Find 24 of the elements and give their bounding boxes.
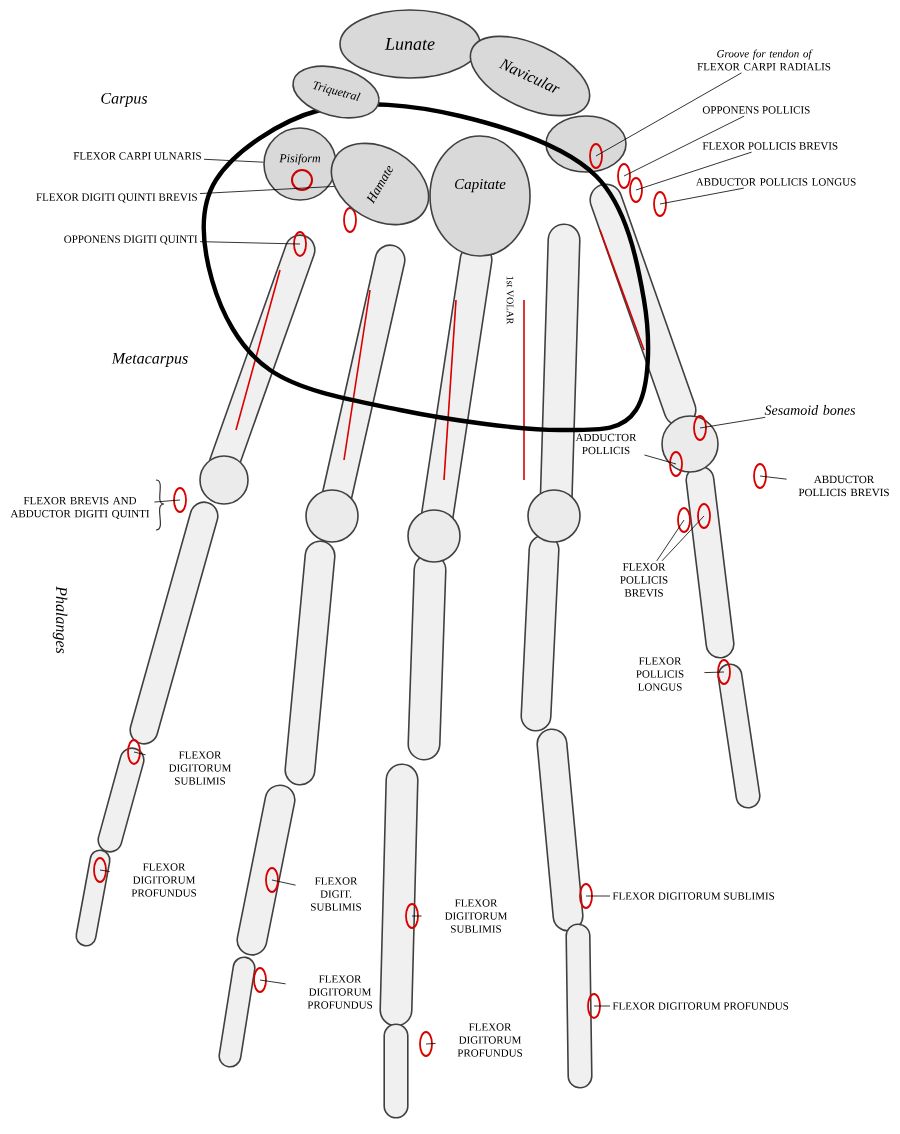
leader-line bbox=[656, 519, 685, 562]
leader-line bbox=[595, 72, 742, 157]
leader-line bbox=[585, 895, 611, 897]
leader-line bbox=[661, 515, 705, 562]
leader-line bbox=[425, 1043, 436, 1045]
leader-line bbox=[99, 869, 110, 872]
leader-line bbox=[759, 475, 787, 480]
leader-line bbox=[635, 151, 752, 191]
leader-line bbox=[623, 115, 745, 177]
text-label: Phalanges bbox=[52, 586, 68, 654]
leader-line bbox=[199, 186, 335, 194]
leader-line bbox=[154, 499, 181, 503]
leader-line bbox=[704, 671, 725, 673]
leader-line bbox=[271, 879, 296, 886]
leader-line bbox=[644, 454, 677, 465]
leader-line bbox=[411, 915, 422, 917]
text-label: Carpus bbox=[101, 93, 148, 107]
leader-line bbox=[133, 751, 146, 756]
leader-line bbox=[203, 158, 264, 163]
leader-line bbox=[659, 187, 745, 205]
leader-line bbox=[593, 1005, 611, 1007]
leader-line bbox=[699, 416, 766, 429]
text-label: Metacarpus bbox=[111, 353, 188, 367]
leader-line bbox=[259, 979, 286, 985]
